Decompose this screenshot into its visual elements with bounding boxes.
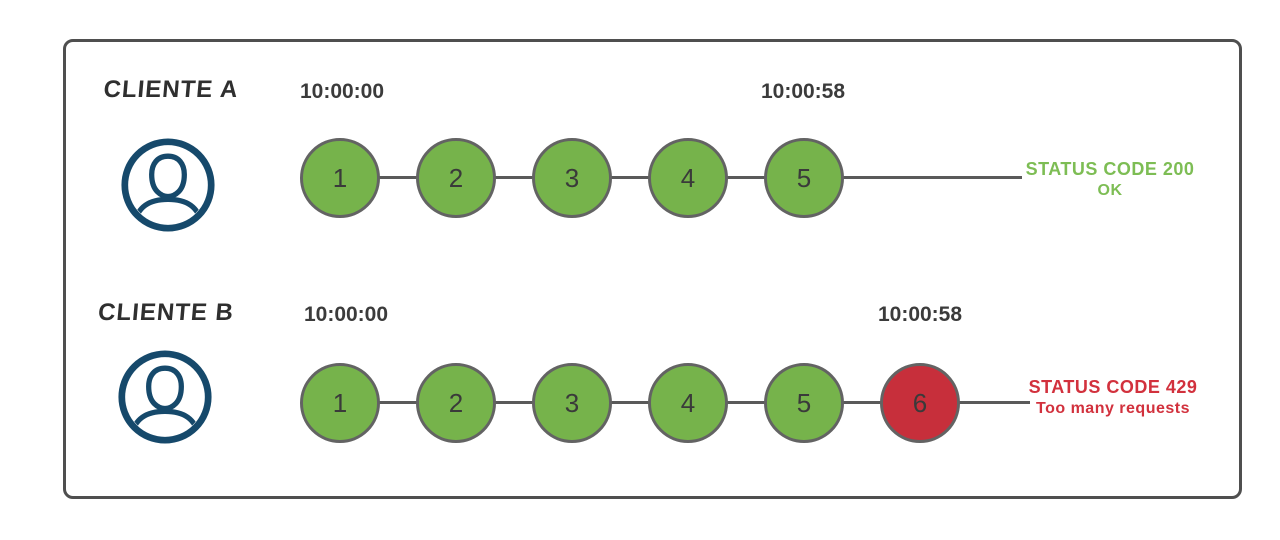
- status-label-a: STATUS CODE 200 OK: [1015, 159, 1205, 201]
- user-avatar-icon: [121, 138, 215, 232]
- timestamp-end-a: 10:00:58: [760, 80, 846, 103]
- timestamp-start-b: 10:00:00: [303, 303, 389, 326]
- user-avatar-icon: [118, 350, 212, 444]
- status-code-b: STATUS CODE 429: [1028, 377, 1198, 397]
- request-circle-a5: 5: [764, 138, 844, 218]
- client-b-label: CLIENTE B: [97, 299, 236, 326]
- request-circle-b1: 1: [300, 363, 380, 443]
- request-circle-a3: 3: [532, 138, 612, 218]
- request-circle-b6: 6: [880, 363, 960, 443]
- request-circle-a2: 2: [416, 138, 496, 218]
- timestamp-end-b: 10:00:58: [877, 303, 963, 326]
- client-a-label: CLIENTE A: [102, 76, 240, 103]
- request-circle-b3: 3: [532, 363, 612, 443]
- status-message-a: OK: [1097, 182, 1123, 199]
- request-circle-b5: 5: [764, 363, 844, 443]
- request-circle-a4: 4: [648, 138, 728, 218]
- status-label-b: STATUS CODE 429 Too many requests: [1018, 377, 1208, 419]
- diagram-frame: [63, 39, 1242, 499]
- request-circle-b2: 2: [416, 363, 496, 443]
- request-circle-a1: 1: [300, 138, 380, 218]
- timestamp-start-a: 10:00:00: [299, 80, 385, 103]
- status-message-b: Too many requests: [1035, 400, 1190, 417]
- status-code-a: STATUS CODE 200: [1025, 159, 1195, 179]
- request-circle-b4: 4: [648, 363, 728, 443]
